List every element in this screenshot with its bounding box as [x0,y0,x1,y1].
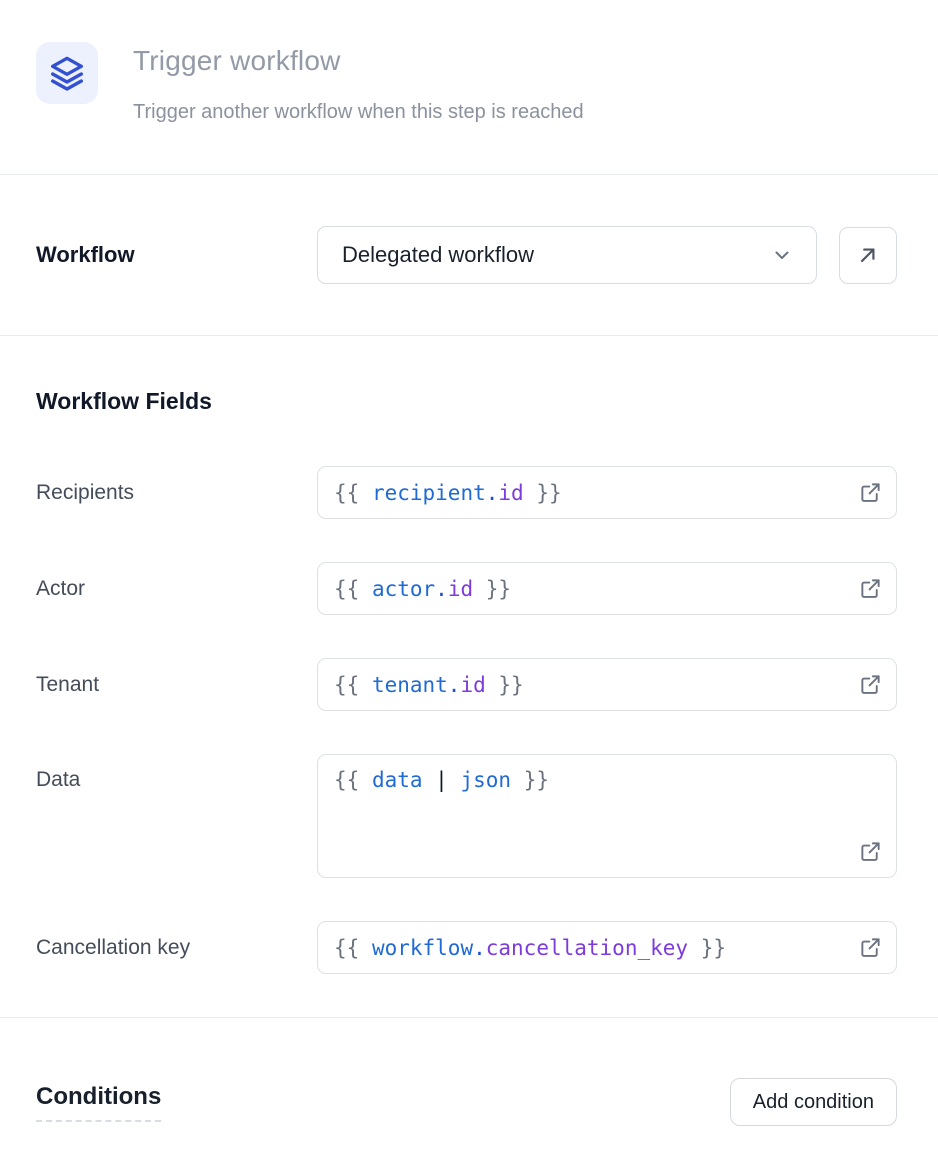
code-token-pipe: | [435,768,448,792]
code-token-brace: {{ [334,480,372,505]
workflow-label: Workflow [36,242,135,267]
liquid-template-input[interactable]: {{ tenant.id }} [317,658,897,711]
chevron-down-icon [770,243,794,267]
header-text: Trigger workflow Trigger another workflo… [133,42,584,124]
liquid-template-input[interactable]: {{ workflow.cancellation_key }} [317,921,897,974]
field-label: Data [36,768,81,791]
add-condition-button[interactable]: Add condition [729,1078,897,1126]
code-token-prop: id [498,480,524,505]
conditions-section: Conditions Add condition [0,1018,938,1126]
conditions-heading: Conditions [36,1083,162,1122]
liquid-template-input[interactable]: {{ recipient.id }} [317,466,897,519]
code-token-dot: . [447,672,461,697]
field-label: Actor [36,576,86,600]
field-label: Tenant [36,672,100,696]
code-token-brace: }} [485,672,524,697]
workflow-fields-heading: Workflow Fields [36,388,212,414]
code-token-var: json [460,768,512,792]
external-link-icon[interactable] [858,673,882,697]
panel-header: Trigger workflow Trigger another workflo… [0,0,938,175]
step-icon-tile [36,42,98,104]
liquid-code: {{ data | json }} [334,768,549,792]
code-token-plain [448,768,461,792]
liquid-code: {{ tenant.id }} [334,673,524,697]
field-row-cancellation-key: Cancellation key {{ workflow.cancellatio… [36,921,897,974]
liquid-code: {{ actor.id }} [334,577,511,601]
external-link-icon[interactable] [858,839,882,863]
field-row-tenant: Tenant {{ tenant.id }} [36,658,897,711]
code-token-prop: id [460,672,486,697]
code-token-var: recipient [371,480,486,505]
code-token-dot: . [473,935,486,960]
liquid-template-input[interactable]: {{ data | json }} [317,754,897,878]
page-title: Trigger workflow [133,45,341,76]
code-token-dot: . [485,480,499,505]
code-token-brace: }} [688,935,726,960]
code-token-brace: {{ [334,935,372,960]
field-label: Recipients [36,480,135,504]
code-token-dot: . [435,576,448,601]
code-token-brace: {{ [334,576,372,601]
code-token-prop: cancellation_key [485,935,689,960]
workflow-select-section: Workflow Delegated workflow [0,175,938,336]
stack-icon [47,53,87,93]
open-workflow-button[interactable] [839,226,897,284]
workflow-fields-section: Workflow Fields Recipients {{ recipient.… [0,336,938,1018]
workflow-select-value: Delegated workflow [342,242,534,267]
field-row-recipients: Recipients {{ recipient.id }} [36,466,897,519]
code-token-prop: id [447,576,474,601]
fields-container: Recipients {{ recipient.id }} Actor {{ a… [36,466,897,974]
external-link-icon[interactable] [858,577,882,601]
field-row-data: Data {{ data | json }} [36,754,897,878]
code-token-var: actor [371,576,436,601]
code-token-var: data [371,768,423,792]
external-link-icon[interactable] [858,936,882,960]
field-row-actor: Actor {{ actor.id }} [36,562,897,615]
field-label: Cancellation key [36,935,191,959]
code-token-brace: }} [523,480,562,505]
code-token-var: workflow [371,935,474,960]
workflow-select[interactable]: Delegated workflow [317,226,817,284]
external-link-icon[interactable] [858,481,882,505]
liquid-code: {{ recipient.id }} [334,481,562,505]
page-subtitle: Trigger another workflow when this step … [133,101,584,123]
arrow-up-right-icon [855,242,881,268]
code-token-brace: {{ [334,672,372,697]
code-token-brace: }} [511,768,549,792]
liquid-code: {{ workflow.cancellation_key }} [334,936,726,960]
code-token-brace: }} [473,576,512,601]
code-token-var: tenant [371,672,448,697]
liquid-template-input[interactable]: {{ actor.id }} [317,562,897,615]
code-token-brace: {{ [334,768,372,792]
code-token-plain [423,768,436,792]
